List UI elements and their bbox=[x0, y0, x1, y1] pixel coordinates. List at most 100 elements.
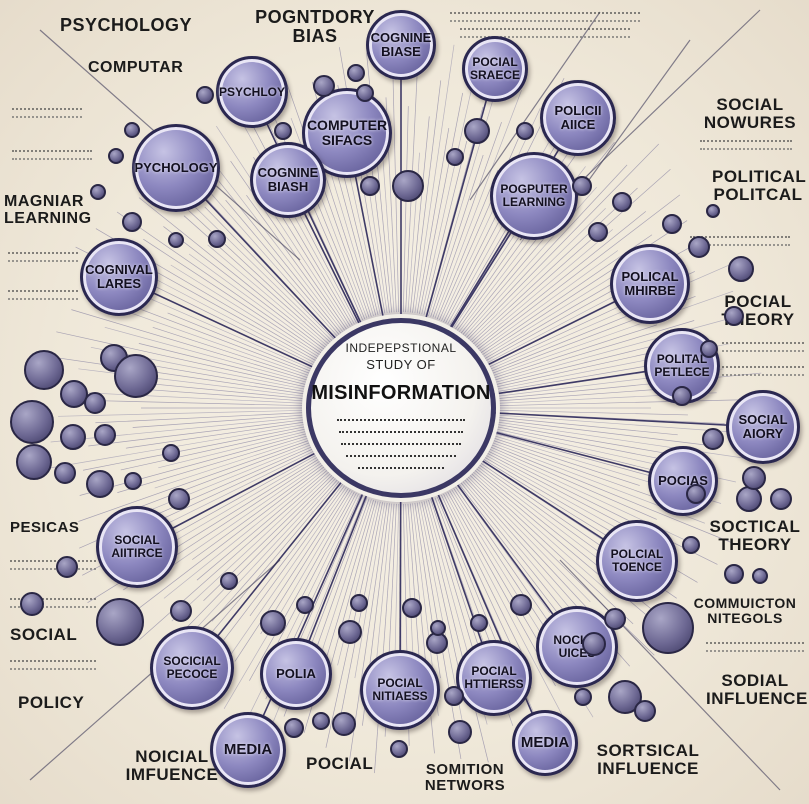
label-communicton: COMMUICTON NITEGOLS bbox=[693, 595, 797, 626]
small-node bbox=[332, 712, 356, 736]
connector-line bbox=[428, 73, 502, 317]
small-node bbox=[642, 602, 694, 654]
connector-line bbox=[475, 211, 647, 349]
node-label: POCIAS bbox=[658, 473, 708, 489]
connector-line bbox=[152, 277, 317, 364]
connector-line bbox=[132, 414, 306, 428]
connector-line bbox=[481, 220, 688, 356]
node-cognine-biash: COGNINE BIASH bbox=[250, 142, 326, 218]
small-node bbox=[86, 470, 114, 498]
small-node bbox=[90, 184, 106, 200]
small-node bbox=[312, 712, 330, 730]
connector-line bbox=[495, 423, 667, 454]
center-body-text bbox=[337, 413, 465, 473]
connector-line bbox=[207, 244, 328, 347]
node-pocial-httierss: POCIAL HTTIERSS bbox=[456, 640, 532, 716]
small-node bbox=[16, 444, 52, 480]
connector-line bbox=[104, 400, 306, 407]
connector-line bbox=[154, 437, 310, 489]
connector-line bbox=[138, 343, 308, 386]
scribble-text bbox=[722, 342, 804, 352]
connector-line bbox=[474, 229, 613, 347]
node-pychology: PYCHOLOGY bbox=[132, 124, 220, 212]
connector-line bbox=[249, 485, 345, 617]
scribble-text bbox=[700, 140, 792, 150]
label-sortsical-influence: SORTSICAL INFLUENCE bbox=[596, 741, 700, 778]
small-node bbox=[360, 176, 380, 196]
connector-line bbox=[419, 92, 464, 314]
node-label: PSYCHLOY bbox=[219, 84, 286, 99]
connector-line bbox=[485, 452, 641, 534]
connector-line bbox=[58, 409, 306, 417]
small-node bbox=[84, 392, 106, 414]
small-node bbox=[284, 718, 304, 738]
connector-line bbox=[116, 211, 323, 354]
small-node bbox=[124, 472, 142, 490]
connector-line bbox=[246, 195, 345, 331]
label-noicial-imfuence: NOICIAL IMFUENCE bbox=[125, 747, 219, 784]
small-node bbox=[54, 462, 76, 484]
scribble-text bbox=[8, 252, 78, 262]
connector-line bbox=[471, 187, 638, 343]
label-social-influence: SODIAL INFLUENCE bbox=[706, 671, 808, 708]
node-polia: POLIA bbox=[260, 638, 332, 710]
connector-line bbox=[158, 430, 308, 469]
small-node bbox=[448, 720, 472, 744]
connector-line bbox=[496, 409, 688, 416]
connector-line bbox=[115, 441, 312, 517]
connector-line bbox=[163, 467, 327, 599]
label-somition-networs: SOMITION NETWORS bbox=[424, 761, 506, 794]
small-node bbox=[574, 688, 592, 706]
node-media-right: MEDIA bbox=[512, 710, 578, 776]
connector-line bbox=[478, 250, 619, 352]
small-node bbox=[196, 86, 214, 104]
connector-line bbox=[449, 490, 544, 651]
connector-line bbox=[441, 107, 541, 322]
node-label: POLCIAL TOENCE bbox=[610, 547, 664, 574]
connector-line bbox=[488, 446, 657, 520]
label-pesicas: PESICAS bbox=[10, 519, 80, 536]
node-label: POCIAL NITIAESS bbox=[372, 676, 428, 703]
connector-line bbox=[419, 502, 463, 722]
connector-line bbox=[472, 471, 611, 594]
small-node bbox=[220, 572, 238, 590]
connector-line bbox=[492, 437, 640, 486]
connector-line bbox=[488, 263, 733, 370]
connector-line bbox=[192, 464, 324, 560]
small-node bbox=[96, 598, 144, 646]
connector-line bbox=[423, 140, 468, 315]
connector-line bbox=[154, 456, 319, 554]
small-node bbox=[430, 620, 446, 636]
connector-line bbox=[409, 116, 430, 313]
small-node bbox=[662, 214, 682, 234]
node-label: SOCIAL AIORY bbox=[738, 412, 788, 441]
small-node bbox=[350, 594, 368, 612]
connector-line bbox=[436, 496, 501, 652]
small-node bbox=[688, 236, 710, 258]
connector-line bbox=[471, 473, 634, 625]
connector-line bbox=[472, 169, 671, 345]
small-node bbox=[260, 610, 286, 636]
connector-line bbox=[496, 419, 714, 447]
connector-line bbox=[354, 502, 386, 679]
connector-line bbox=[71, 309, 310, 381]
connector-line bbox=[445, 492, 567, 723]
connector-line bbox=[486, 450, 718, 565]
scribble-text bbox=[10, 660, 96, 670]
connector-line bbox=[88, 419, 306, 447]
small-node bbox=[582, 632, 606, 656]
connector-line bbox=[67, 391, 306, 404]
small-node bbox=[724, 306, 744, 326]
node-social-aiitirce: SOCIAL AIITIRCE bbox=[96, 506, 178, 588]
small-node bbox=[446, 148, 464, 166]
node-label: SOCIAL AIITIRCE bbox=[111, 533, 163, 560]
small-node bbox=[10, 400, 54, 444]
scribble-text bbox=[722, 366, 804, 376]
connector-line bbox=[161, 185, 331, 343]
connector-line bbox=[163, 226, 325, 350]
connector-line bbox=[496, 372, 762, 400]
small-node bbox=[770, 488, 792, 510]
connector-line bbox=[223, 490, 353, 710]
connector-line bbox=[434, 89, 522, 319]
node-computer-sifacs: COMPUTER SIFACS bbox=[302, 88, 392, 178]
